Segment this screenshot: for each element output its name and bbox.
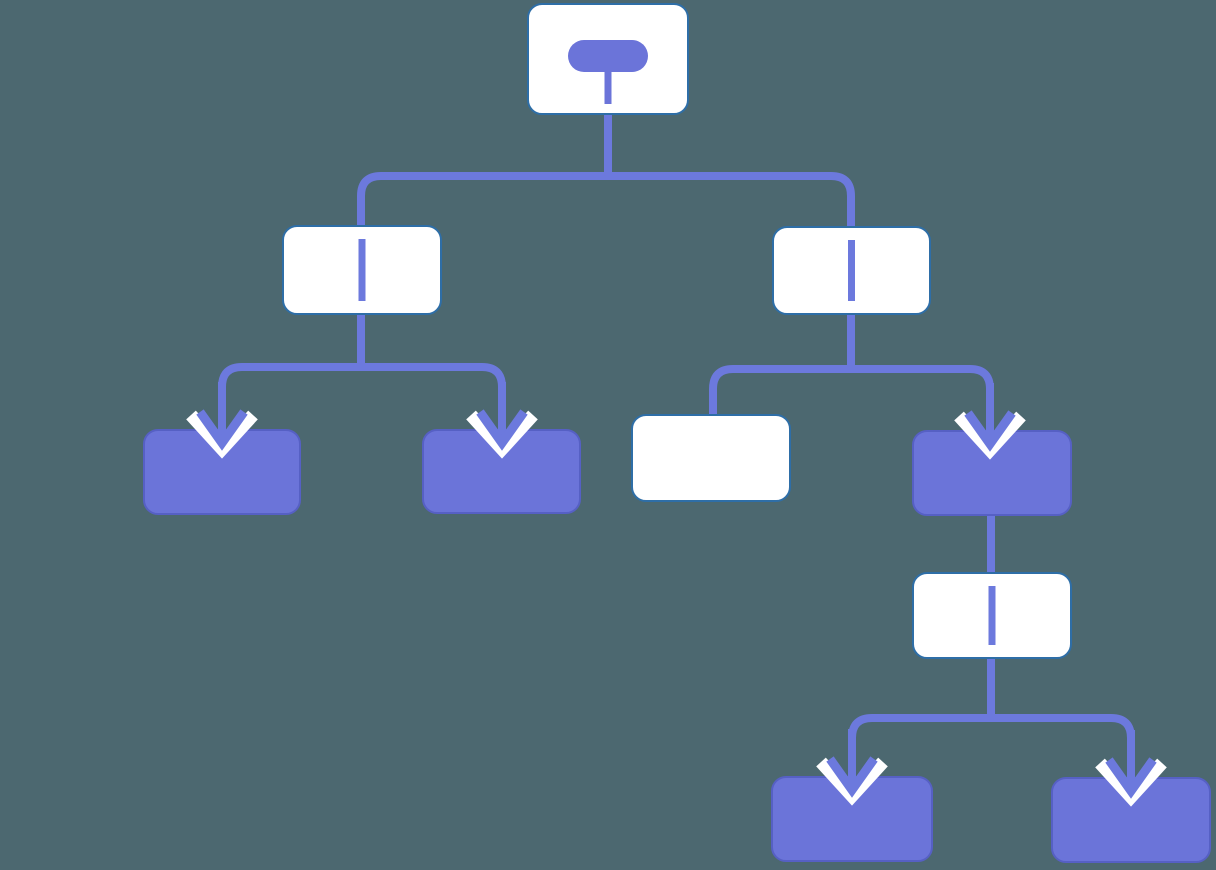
nodes-layer: [143, 3, 1211, 863]
chevron-purple-icon: [1105, 757, 1157, 799]
node-glyphs-layer: [358, 40, 996, 645]
connector-edge-right-branch: [709, 365, 994, 419]
arrow-down-icon-arrow-leaf-3: [954, 383, 1026, 460]
arrow-down-icon-arrow-leaf-2: [466, 382, 538, 459]
connector-edge-left-branch: [218, 363, 506, 412]
edges-layer: [218, 112, 1135, 760]
arrows-layer: [186, 382, 1167, 807]
arrow-down-icon-arrow-leaf-1: [186, 382, 258, 459]
chevron-purple-icon: [964, 410, 1016, 452]
chevron-purple-icon: [476, 409, 528, 451]
chevron-purple-icon: [826, 756, 878, 798]
connector-edge-lower-branch: [848, 714, 1135, 760]
connector-edge-level1-branch: [357, 172, 855, 232]
chevron-purple-icon: [196, 409, 248, 451]
node-child-plain[interactable]: [631, 414, 791, 502]
arrow-down-icon-arrow-leaf-5: [1095, 730, 1167, 807]
root-pill-icon: [568, 40, 648, 72]
arrow-down-icon-arrow-leaf-4: [816, 729, 888, 806]
